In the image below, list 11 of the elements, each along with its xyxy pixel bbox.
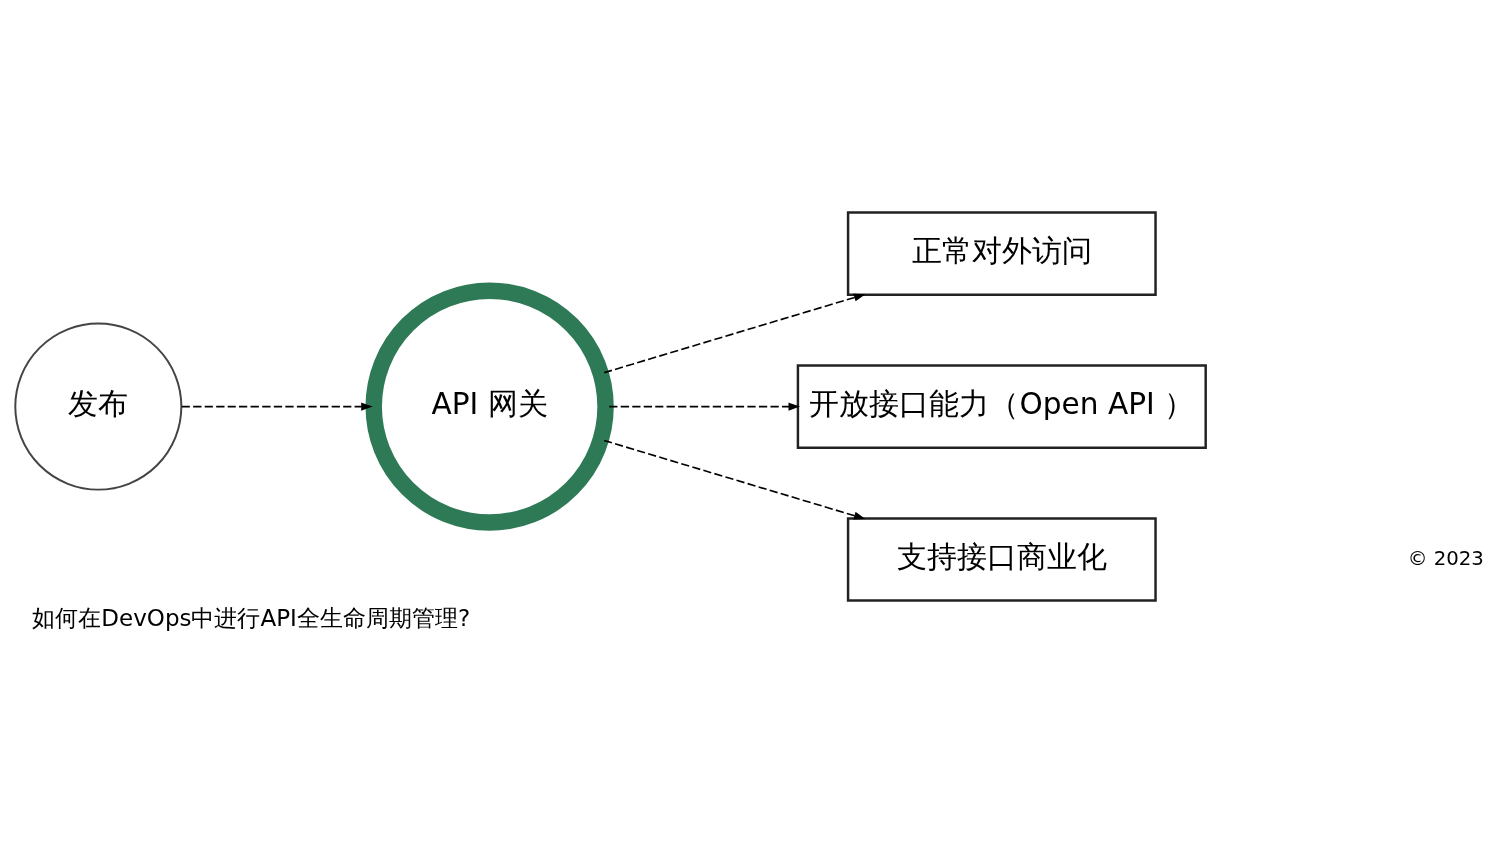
caption: 如何在DevOps中进行API全生命周期管理? xyxy=(32,604,471,631)
arrow xyxy=(603,439,866,520)
label: © 2023 xyxy=(1407,546,1484,570)
arrow xyxy=(180,402,373,411)
node-circle: 发布 xyxy=(14,322,183,491)
node-circle: API 网关 xyxy=(365,282,614,531)
node-box: 正常对外访问 xyxy=(846,211,1157,297)
node-box: 开放接口能力（Open API ） xyxy=(796,364,1207,449)
arrow xyxy=(603,293,866,374)
node-box: 支持接口商业化 xyxy=(846,517,1157,602)
arrow xyxy=(608,402,800,411)
